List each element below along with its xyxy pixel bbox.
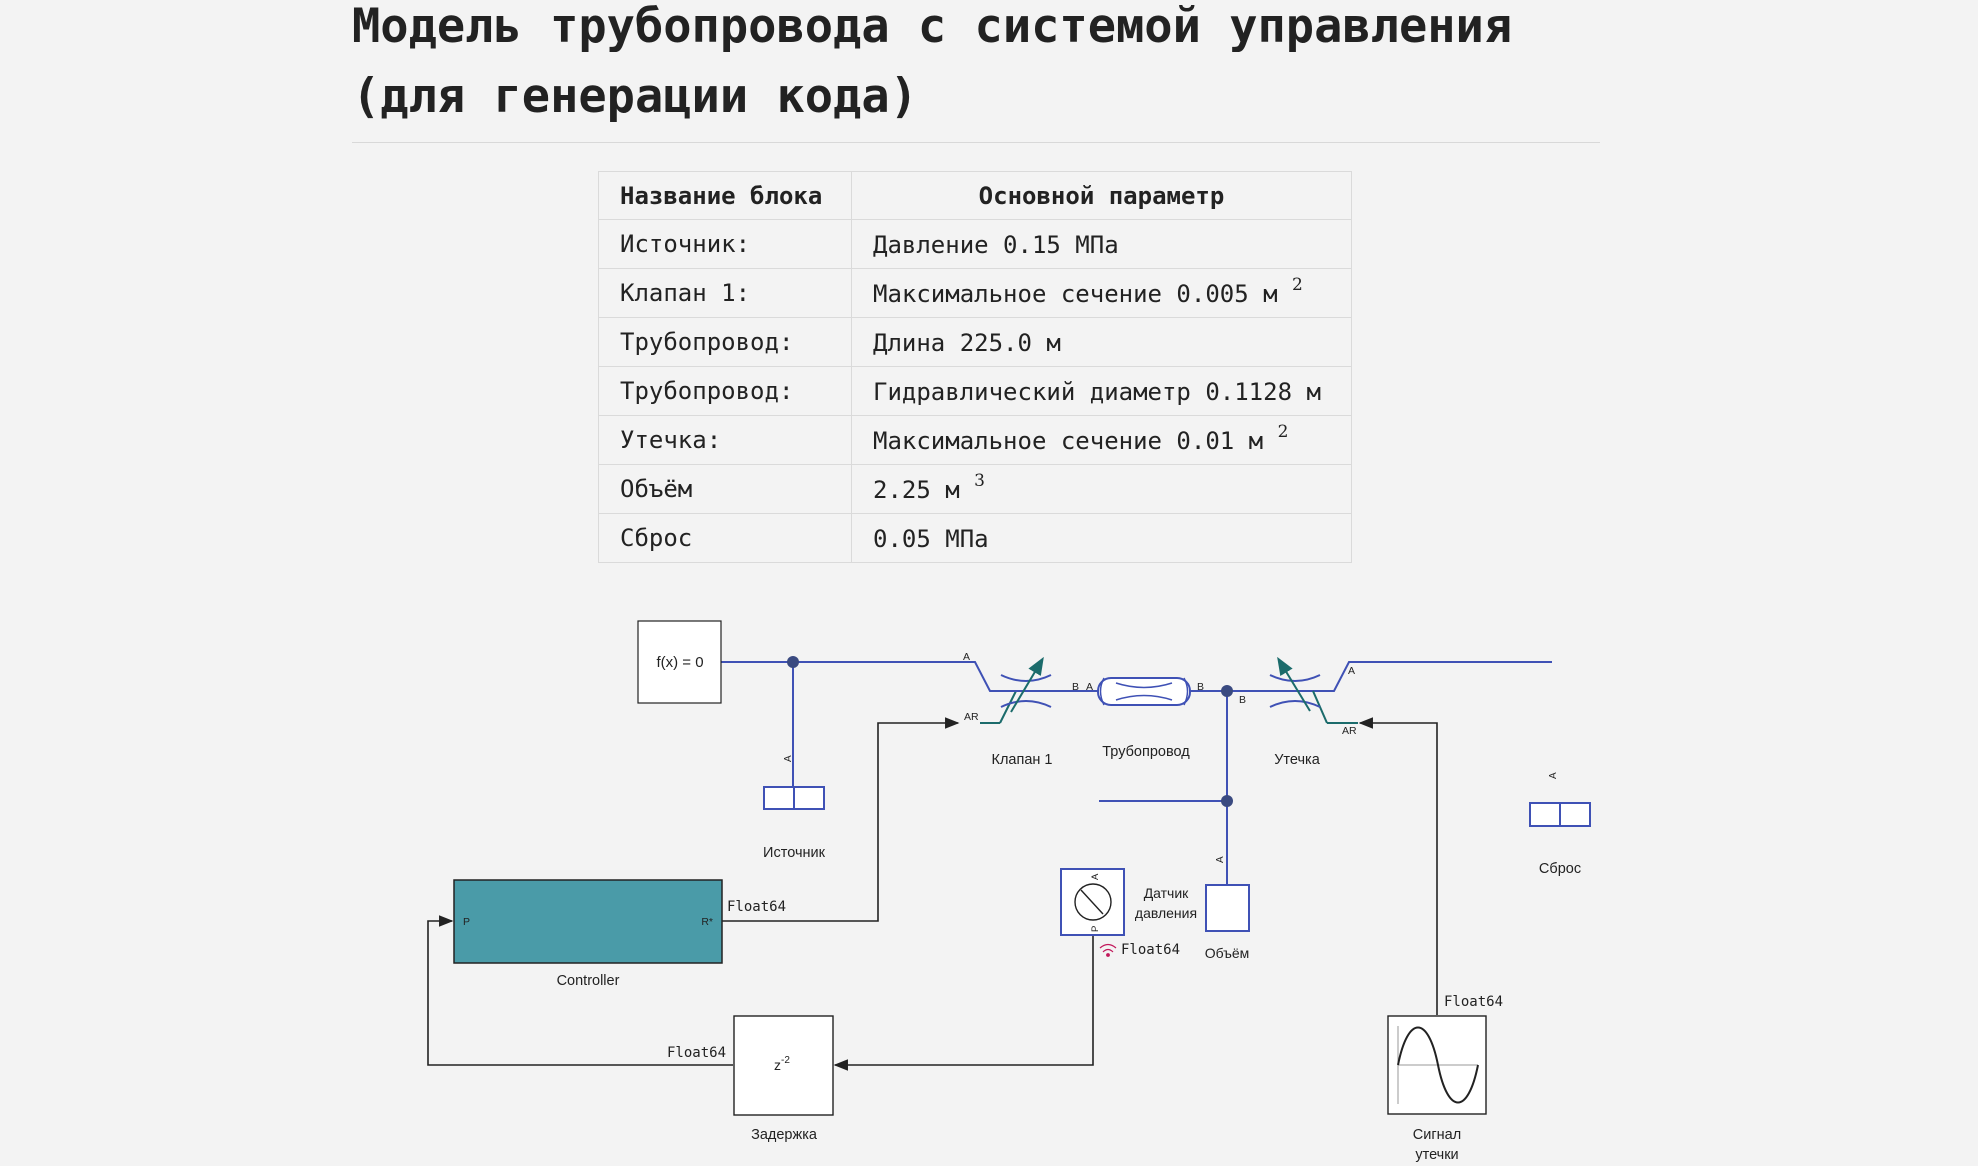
valve-port-ar: AR [964,711,979,723]
param-text: Давление 0.15 МПа [873,231,1119,259]
valve-block[interactable]: A AR B Клапан 1 [963,651,1084,768]
sensor-label-line2: давления [1135,905,1197,921]
leak-signal-block[interactable]: Float64 Сигнал утечки [1387,994,1503,1163]
volume-block[interactable]: A Объём [1205,856,1250,961]
cell-block-name: Клапан 1: [598,268,852,318]
volume-port-a: A [1215,856,1226,863]
leak-port-b: B [1239,694,1246,706]
param-text: Длина 225.0 м [873,329,1061,357]
delay-expr-exp: -2 [781,1055,790,1066]
delay-output-type: Float64 [667,1045,726,1061]
controller-output-type: Float64 [727,899,786,915]
header-main-param: Основной параметр [851,171,1352,220]
leak-signal-label-line1: Сигнал [1413,1127,1461,1143]
param-sup: 3 [974,471,985,491]
param-sup: 2 [1277,422,1289,442]
controller-block[interactable]: P R* Controller Float64 [453,879,786,989]
table-row: Источник: Давление 0.15 МПа [598,219,1352,269]
param-text: Гидравлический диаметр 0.1128 м [873,378,1321,406]
pipe-label: Трубопровод [1102,744,1190,760]
leak-port-a: A [1348,665,1355,677]
solver-label: f(x) = 0 [656,654,703,671]
param-text: 0.05 МПа [873,525,989,553]
pipe-port-a: A [1086,681,1093,693]
valve-port-b: B [1072,681,1079,693]
delay-expression: z-2 [774,1055,790,1073]
source-label: Источник [763,845,826,861]
solver-block[interactable]: f(x) = 0 [637,620,722,704]
gauge-icon [1074,883,1112,921]
header-block-name: Название блока [598,171,852,220]
delay-block[interactable]: z-2 Задержка Float64 [667,1015,834,1143]
table-row: Сброс 0.05 МПа [598,513,1352,563]
cell-param: Максимальное сечение 0.01 м 2 [851,415,1352,465]
wireless-icon [1099,943,1117,957]
controller-port-p: P [463,916,470,928]
leak-block[interactable]: B A AR Утечка [1239,656,1358,768]
cell-param: Длина 225.0 м [851,317,1352,367]
valve-port-a: A [963,651,970,663]
leak-signal-label-line2: утечки [1415,1147,1458,1163]
cell-block-name: Трубопровод: [598,317,852,367]
table-row: Трубопровод: Гидравлический диаметр 0.11… [598,366,1352,416]
sensor-output-type: Float64 [1121,942,1180,958]
sine-wave-icon [1397,1026,1479,1104]
page-title: Модель трубопровода с системой управлени… [352,0,1513,124]
controller-label: Controller [557,973,620,989]
reset-block[interactable]: A Сброс [1529,772,1591,877]
delay-label: Задержка [751,1127,818,1143]
table-row: Утечка: Максимальное сечение 0.01 м 2 [598,415,1352,465]
pipe-block[interactable]: A B Трубопровод [1086,677,1204,760]
param-text: Максимальное сечение 0.01 м [873,427,1278,455]
leak-label: Утечка [1274,752,1320,768]
cell-block-name: Утечка: [598,415,852,465]
valve-label: Клапан 1 [992,752,1053,768]
source-port-a: A [783,755,794,762]
reset-port-a: A [1548,772,1559,779]
params-table: Название блока Основной параметр Источни… [598,171,1352,563]
hydraulic-lines [721,661,1552,888]
volume-label: Объём [1205,945,1250,961]
sensor-label-line1: Датчик [1144,885,1189,901]
param-sup: 2 [1292,275,1303,295]
params-table-header-row: Название блока Основной параметр [598,171,1352,220]
param-text: 2.25 м [873,476,975,504]
title-divider [352,142,1600,143]
cell-block-name: Сброс [598,513,852,563]
signal-lines [427,717,1438,1071]
pressure-sensor-block[interactable]: A P Датчик давления Float64 [1060,868,1197,958]
cell-param: 0.05 МПа [851,513,1352,563]
leak-signal-output-type: Float64 [1444,994,1503,1010]
sensor-port-p: P [1090,926,1101,932]
table-row: Клапан 1: Максимальное сечение 0.005 м 2 [598,268,1352,318]
sensor-port-a: A [1090,873,1101,880]
cell-block-name: Объём [598,464,852,514]
pipe-port-b: B [1197,681,1204,693]
junction-nodes [787,656,1233,807]
reset-label: Сброс [1539,861,1581,877]
param-text: Максимальное сечение 0.005 м [873,280,1293,308]
cell-param: Давление 0.15 МПа [851,219,1352,269]
cell-block-name: Трубопровод: [598,366,852,416]
source-block[interactable]: A Источник [763,755,826,861]
cell-param: Гидравлический диаметр 0.1128 м [851,366,1352,416]
cell-param: Максимальное сечение 0.005 м 2 [851,268,1352,318]
table-row: Трубопровод: Длина 225.0 м [598,317,1352,367]
delay-expr-base: z [774,1057,781,1073]
leak-port-ar: AR [1342,725,1357,737]
controller-port-r: R* [701,916,713,928]
